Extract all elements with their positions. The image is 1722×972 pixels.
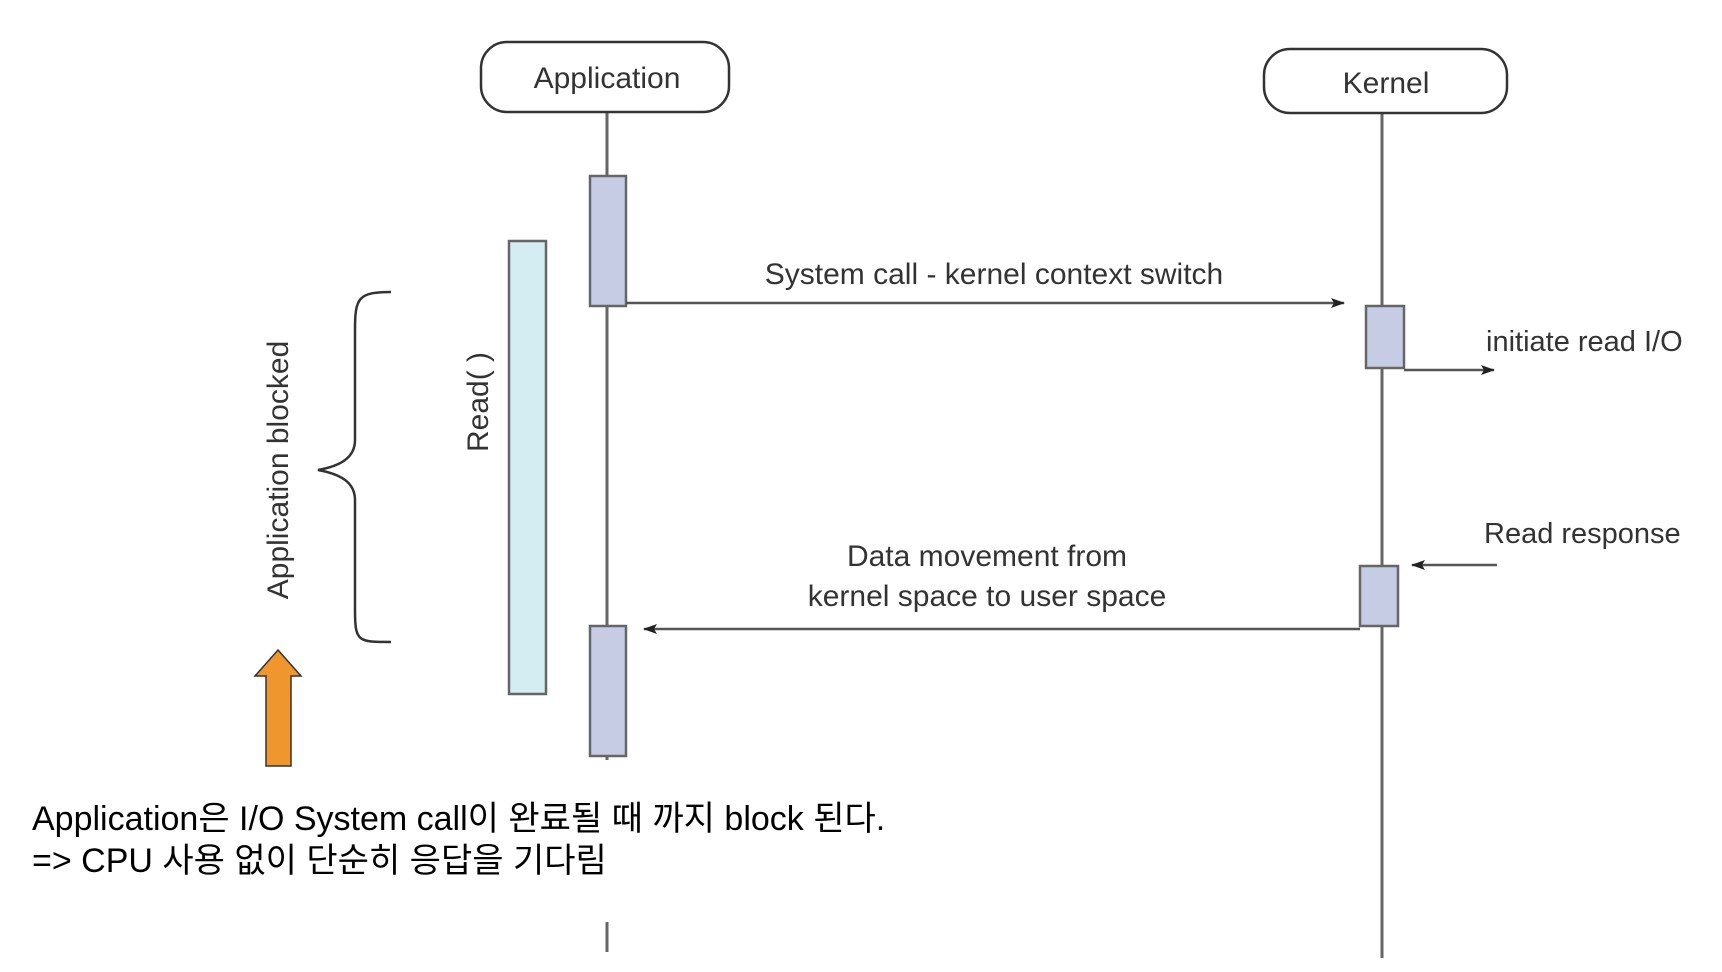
data-movement-label-line2: kernel space to user space	[808, 580, 1167, 613]
data-movement-label-line1: Data movement from	[847, 540, 1127, 573]
kernel-activation-bottom	[1358, 564, 1400, 628]
blocked-brace	[317, 290, 392, 644]
read-response-label: Read response	[1484, 518, 1681, 550]
system-call-label: System call - kernel context switch	[765, 258, 1223, 291]
application-activation-top	[588, 174, 628, 308]
read-call-label: Read( )	[462, 352, 495, 452]
orange-up-arrow	[253, 648, 303, 767]
read-call-bar	[507, 239, 548, 696]
application-blocked-label: Application blocked	[262, 341, 295, 600]
explanation-note: Application은 I/O System call이 완료될 때 까지 b…	[32, 798, 885, 882]
explanation-line-1: Application은 I/O System call이 완료될 때 까지 b…	[32, 800, 886, 838]
explanation-line-2: => CPU 사용 없이 단순히 응답을 기다림	[32, 842, 607, 880]
kernel-participant: Kernel	[1262, 47, 1509, 115]
kernel-activation-top	[1364, 304, 1406, 370]
application-participant-label: Application	[534, 62, 681, 95]
application-activation-bottom	[588, 624, 628, 758]
application-participant: Application	[479, 40, 731, 114]
initiate-read-label: initiate read I/O	[1486, 326, 1683, 358]
kernel-participant-label: Kernel	[1343, 67, 1430, 100]
